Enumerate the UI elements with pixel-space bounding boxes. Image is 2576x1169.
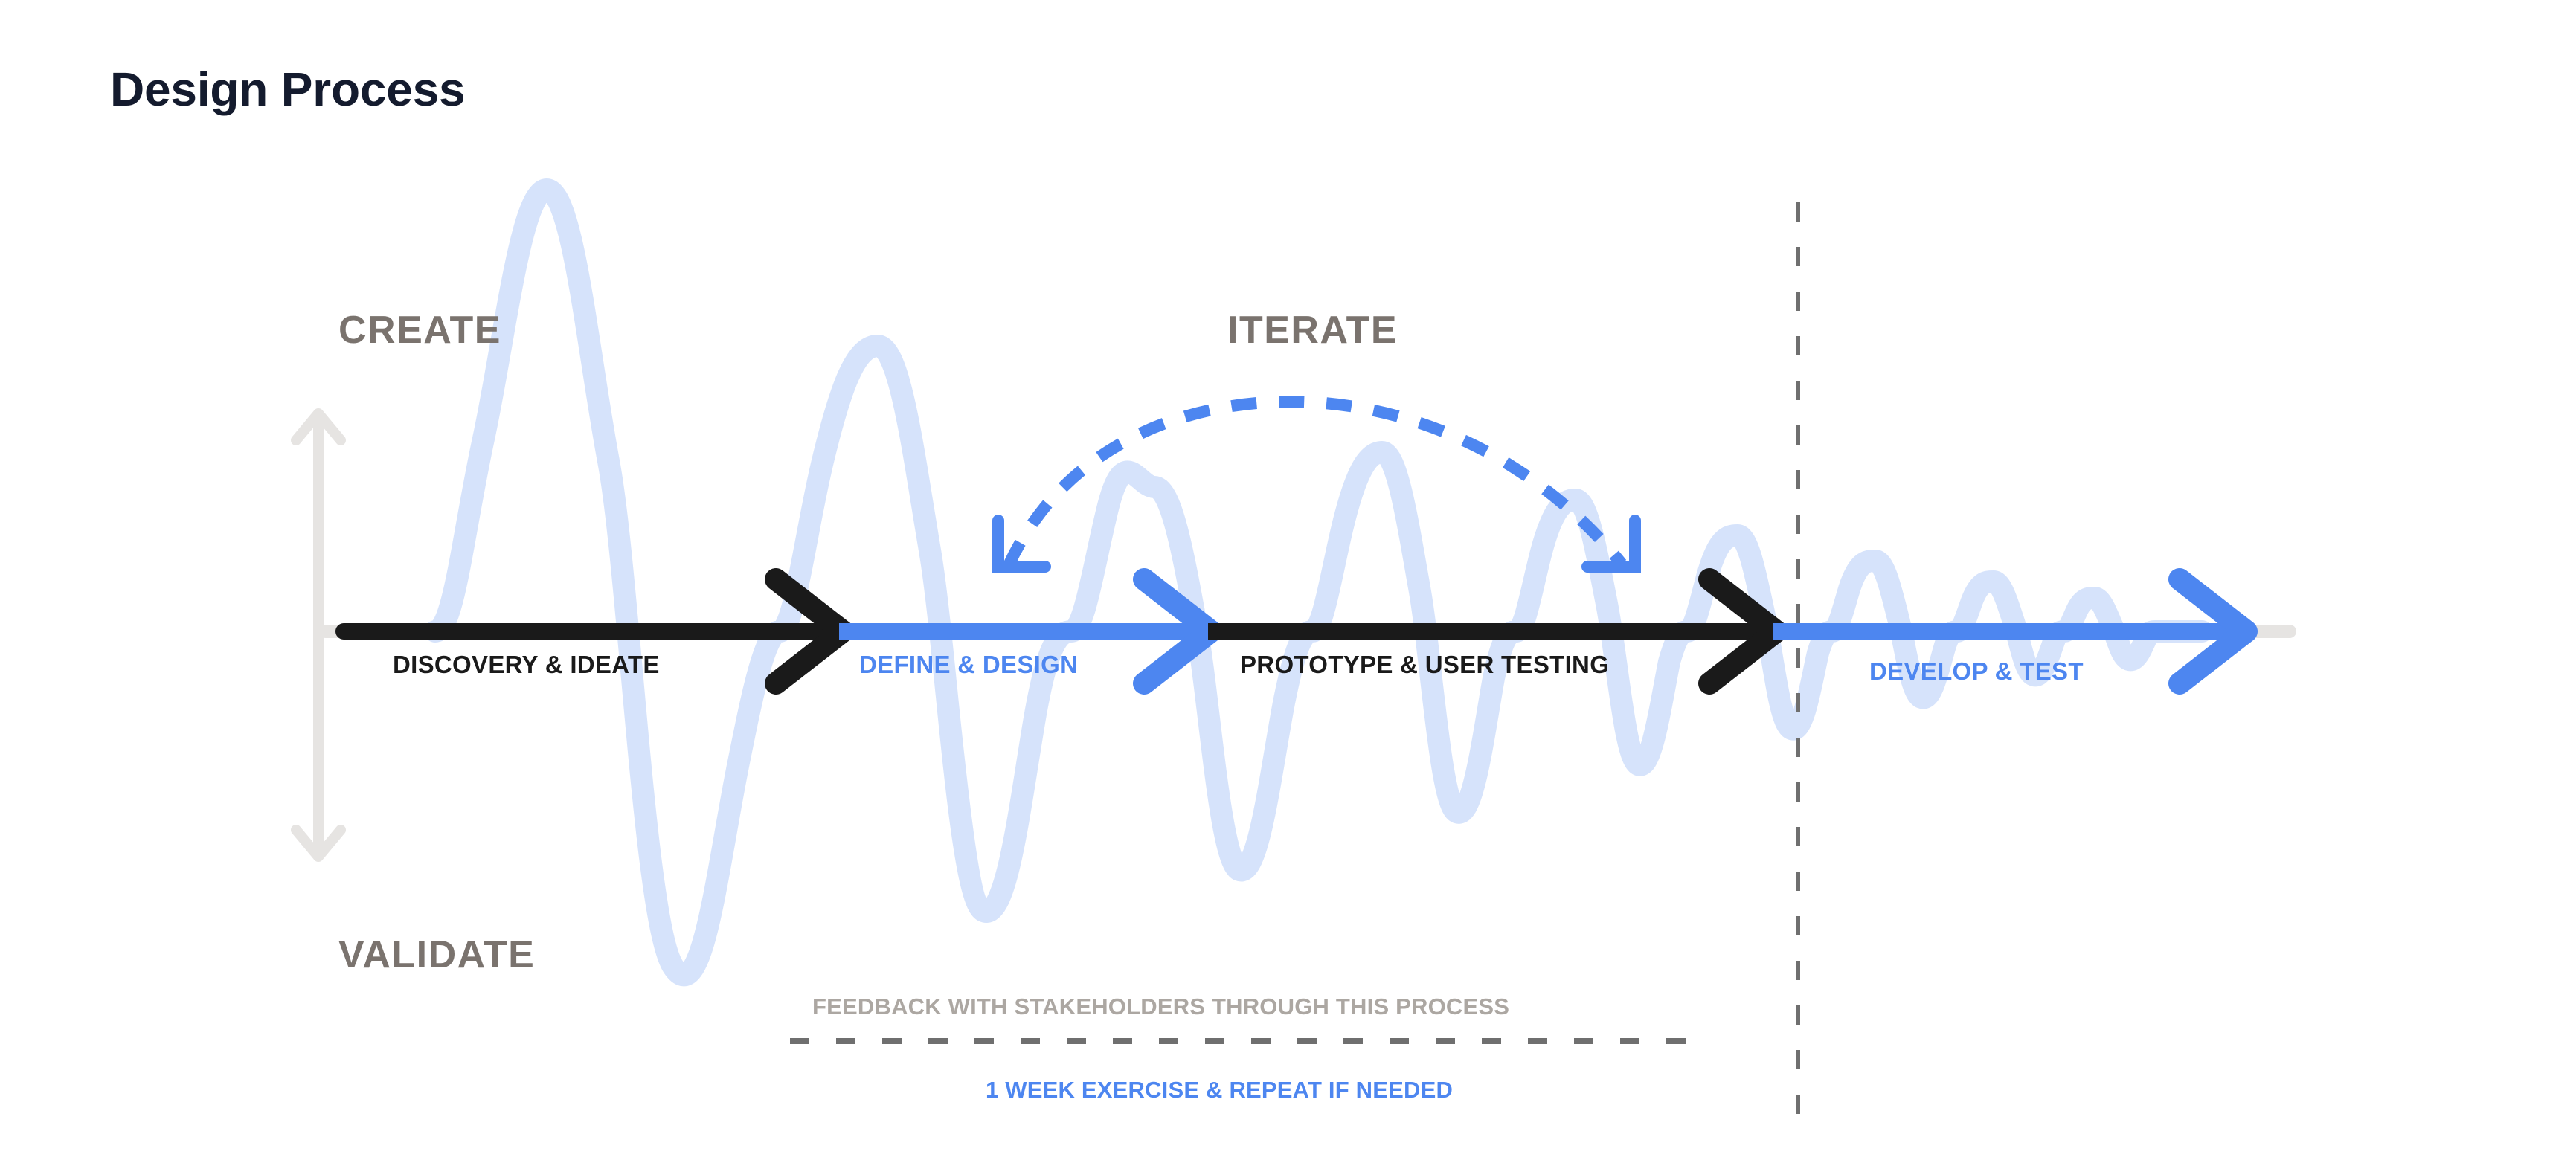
vertical-double-arrow xyxy=(291,408,346,862)
feedback-note: FEEDBACK WITH STAKEHOLDERS THROUGH THIS … xyxy=(812,994,1510,1020)
iterate-arc-path xyxy=(1003,395,1627,568)
iterate-dashed-arc xyxy=(992,395,1641,573)
stage-label-define-design[interactable]: DEFINE & DESIGN xyxy=(859,651,1079,678)
stage-label-prototype-user-testing[interactable]: PROTOTYPE & USER TESTING xyxy=(1240,651,1610,678)
timeline-segment-develop-test[interactable] xyxy=(1773,568,2258,695)
iterate-label: ITERATE xyxy=(1227,309,1398,352)
damped-sine-wave xyxy=(424,178,2213,987)
stage-label-develop-test[interactable]: DEVELOP & TEST xyxy=(1869,657,2084,685)
repeat-note: 1 WEEK EXERCISE & REPEAT IF NEEDED xyxy=(986,1077,1454,1103)
segment-arrowhead xyxy=(2168,568,2258,695)
stage-label-discovery-ideate[interactable]: DISCOVERY & IDEATE xyxy=(393,651,660,678)
vertical-axis-arrow-up xyxy=(291,408,346,445)
page-title: Design Process xyxy=(110,62,466,116)
iterate-arrow-right xyxy=(1581,515,1641,573)
vertical-axis-arrow-down xyxy=(291,825,346,862)
iterate-arrow-left xyxy=(992,515,1051,573)
axis-label-validate: VALIDATE xyxy=(338,933,536,976)
axis-label-create: CREATE xyxy=(338,309,501,352)
process-timeline xyxy=(319,568,2296,695)
wave-path xyxy=(424,178,2213,987)
